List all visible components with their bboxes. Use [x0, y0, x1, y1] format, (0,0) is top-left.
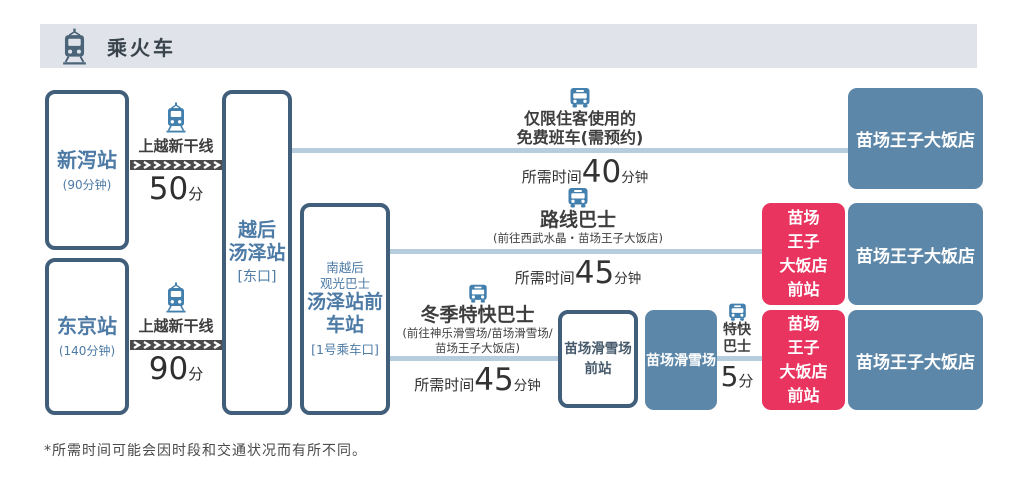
duration-unit: 分: [188, 185, 204, 203]
line-name: 上越新干线: [138, 317, 214, 335]
station-box-naeba-ski: 苗场滑雪场: [645, 310, 717, 410]
station-name: 汤泽站前: [306, 291, 383, 314]
bus-icon: [566, 185, 590, 209]
time-unit: 分钟: [621, 170, 649, 186]
station-name: 大饭店: [779, 362, 828, 381]
hotel-name: 苗场王子大饭店: [856, 131, 975, 151]
time-value: 40: [581, 154, 622, 190]
footnote: *所需时间可能会因时段和交通状况而有所不同。: [44, 443, 367, 459]
bus-operator: 南越后: [326, 260, 364, 276]
duration-unit: 分: [188, 365, 204, 383]
route-free-shuttle-time: 所需时间 40 分钟: [430, 154, 740, 190]
route-label: 免费班车(需预约): [516, 128, 644, 147]
station-name: 东京站: [57, 314, 117, 338]
station-box-niigata: 新泻站 (90分钟): [45, 90, 129, 250]
station-box-hotel-front-express: 苗场 王子 大饭店 前站: [762, 310, 845, 410]
train-icon: [60, 28, 89, 65]
station-box-hotel-front-local: 苗场 王子 大饭店 前站: [762, 203, 845, 305]
bus-operator: 观光巴士: [319, 275, 370, 291]
route-label: 冬季特快巴士: [420, 304, 535, 326]
route-winter-express-label: 冬季特快巴士 (前往神乐滑雪场/苗场滑雪场/ 苗场王子大饭店): [385, 282, 570, 356]
route-sublabel: (前往神乐滑雪场/苗场滑雪场/: [402, 326, 553, 340]
station-name: 新泻站: [57, 147, 117, 172]
station-name: 越后: [237, 218, 276, 241]
time-unit: 分钟: [513, 378, 541, 394]
duration-value: 5: [720, 360, 739, 393]
station-name: 王子: [787, 232, 820, 251]
route-sublabel: (前往西武水晶・苗场王子大饭店): [493, 231, 663, 245]
time-value: 45: [574, 255, 615, 291]
page-title: 乘火车: [107, 35, 176, 60]
route-label: 路线巴士: [539, 209, 616, 231]
time-value: 45: [474, 362, 514, 398]
duration-value: 50: [148, 171, 189, 207]
connector-line-local-bus: [390, 249, 762, 254]
route-shinkansen-from-tokyo: 上越新干线 90 分: [130, 282, 222, 387]
route-label: 特快: [723, 322, 751, 338]
train-icon: [164, 102, 188, 133]
connector-line-winter-express: [390, 356, 558, 361]
bus-icon: [467, 282, 489, 304]
duration-unit: 分: [738, 372, 754, 390]
station-name: 前站: [787, 386, 820, 405]
bus-icon: [568, 85, 592, 109]
hotel-name: 苗场王子大饭店: [856, 352, 975, 373]
header-bar: 乘火车: [40, 24, 977, 68]
destination-box-hotel-express: 苗场王子大饭店: [848, 310, 983, 410]
route-winter-express-time: 所需时间 45 分钟: [385, 362, 570, 398]
station-box-yuzawa-bus-stop: 南越后 观光巴士 汤泽站前 车站 [1号乘车口]: [300, 203, 390, 415]
station-name: 王子: [787, 338, 820, 357]
route-local-bus-time: 所需时间 45 分钟: [428, 255, 728, 291]
station-name: 前站: [584, 361, 612, 377]
route-express-transfer-time: 5 分: [710, 360, 764, 393]
route-label: 巴士: [723, 338, 751, 355]
station-box-echigo-yuzawa: 越后 汤泽站 [东口]: [222, 90, 292, 415]
station-name: 苗场: [787, 314, 820, 333]
route-shinkansen-from-niigata: 上越新干线 50 分: [130, 102, 222, 207]
station-name: 前站: [787, 280, 820, 299]
hotel-name: 苗场王子大饭店: [856, 246, 975, 267]
duration: 50 分: [149, 171, 203, 207]
station-name: 汤泽站: [228, 241, 286, 264]
duration-value: 90: [148, 351, 189, 387]
connector-line-express-transfer: [715, 356, 762, 361]
route-express-transfer-label: 特快 巴士: [710, 301, 764, 355]
train-icon: [164, 282, 188, 313]
station-duration: (140分钟): [58, 344, 116, 358]
station-name: 车站: [325, 314, 364, 337]
station-box-naeba-ski-front: 苗场滑雪场 前站: [558, 310, 638, 408]
route-sublabel: 苗场王子大饭店): [435, 341, 520, 355]
station-name: 大饭店: [779, 256, 828, 275]
route-label: 仅限住客使用的: [523, 109, 636, 128]
shinkansen-arrow: [130, 160, 222, 170]
destination-box-hotel-local: 苗场王子大饭店: [848, 203, 983, 305]
time-prefix: 所需时间: [414, 376, 475, 394]
station-name: 苗场滑雪场: [646, 353, 716, 369]
time-unit: 分钟: [614, 271, 642, 287]
time-prefix: 所需时间: [521, 168, 582, 186]
line-name: 上越新干线: [138, 137, 214, 155]
time-prefix: 所需时间: [514, 269, 575, 287]
station-name: 苗场: [787, 208, 820, 227]
route-local-bus-label: 路线巴士 (前往西武水晶・苗场王子大饭店): [428, 185, 728, 246]
station-exit: [东口]: [237, 269, 277, 286]
bus-icon: [727, 301, 748, 322]
station-name: 苗场滑雪场: [564, 340, 632, 357]
station-duration: (90分钟): [62, 177, 112, 192]
station-box-tokyo: 东京站 (140分钟): [45, 258, 129, 415]
boarding-gate: [1号乘车口]: [311, 341, 379, 357]
destination-box-hotel-shuttle: 苗场王子大饭店: [848, 88, 983, 189]
duration: 90 分: [149, 351, 203, 387]
shinkansen-arrow: [130, 340, 222, 350]
connector-line-shuttle: [292, 148, 848, 153]
route-free-shuttle-label: 仅限住客使用的 免费班车(需预约): [430, 85, 730, 147]
